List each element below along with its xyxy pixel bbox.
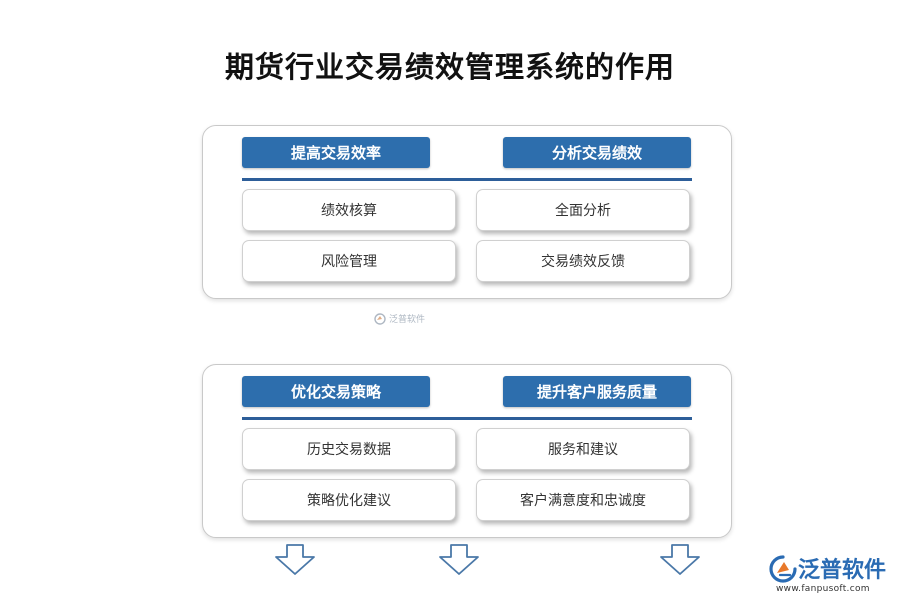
divider-line [242,417,692,420]
brand-name: 泛普软件 [798,558,887,583]
watermark-logo-icon [374,312,386,325]
item-strategy-suggestions: 策略优化建议 [242,479,456,521]
item-performance-accounting: 绩效核算 [242,189,456,231]
item-historical-data: 历史交易数据 [242,428,456,470]
panel-bottom: 优化交易策略 提升客户服务质量 历史交易数据 服务和建议 策略优化建议 客户满意… [202,364,732,538]
fanpu-logo-icon [769,555,797,583]
watermark-text: 泛普软件 [389,315,426,325]
header-improve-service: 提升客户服务质量 [503,376,691,407]
watermark: 泛普软件 [374,312,425,325]
page-title: 期货行业交易绩效管理系统的作用 [224,50,675,84]
down-arrow-icon [275,544,315,575]
brand-logo: 泛普软件 www.fanpusoft.com [768,552,893,596]
down-arrow-icon [660,544,700,575]
brand-url: www.fanpusoft.com [776,584,870,594]
item-risk-management: 风险管理 [242,240,456,282]
divider-line [242,178,692,181]
header-optimize-strategy: 优化交易策略 [242,376,430,407]
item-service-advice: 服务和建议 [476,428,690,470]
item-full-analysis: 全面分析 [476,189,690,231]
down-arrow-icon [439,544,479,575]
header-analyze-performance: 分析交易绩效 [503,137,691,168]
header-improve-efficiency: 提高交易效率 [242,137,430,168]
panel-top: 提高交易效率 分析交易绩效 绩效核算 全面分析 风险管理 交易绩效反馈 [202,125,732,299]
item-customer-satisfaction: 客户满意度和忠诚度 [476,479,690,521]
item-performance-feedback: 交易绩效反馈 [476,240,690,282]
